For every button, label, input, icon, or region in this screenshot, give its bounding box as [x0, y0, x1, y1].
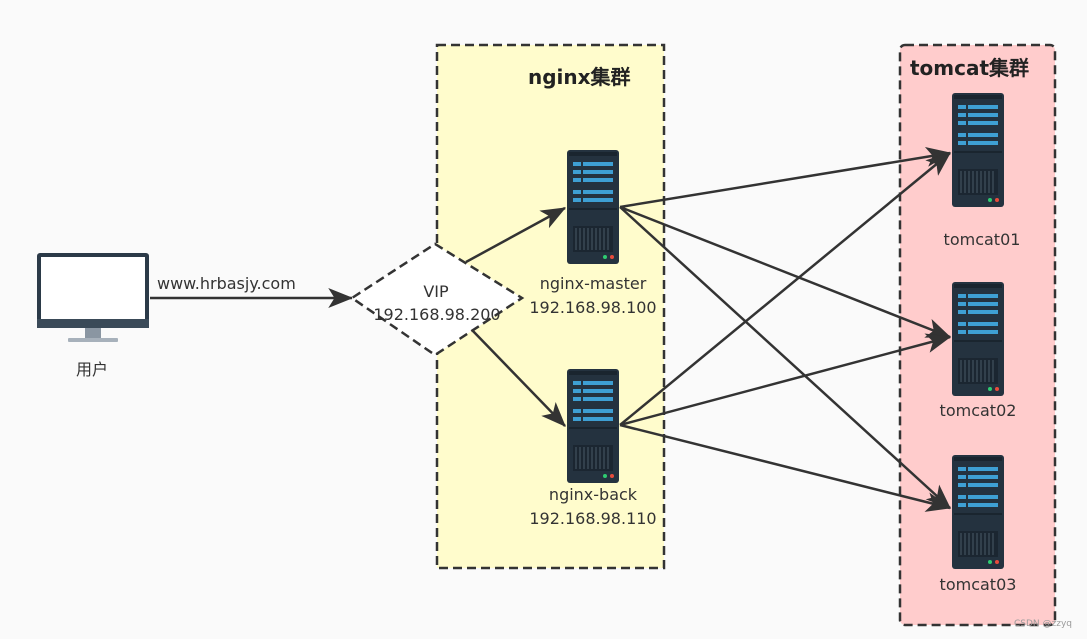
nginx-back-name: nginx-back	[549, 485, 638, 504]
edge-vip-nginx-back	[471, 329, 566, 427]
tomcat02-name: tomcat02	[940, 401, 1017, 420]
edge-back-tomcat01	[619, 152, 951, 426]
server-rack-icon	[951, 281, 1005, 397]
nginx-master-node: nginx-master 192.168.98.100	[529, 149, 657, 317]
edge-master-tomcat03	[619, 206, 951, 509]
server-rack-icon	[951, 454, 1005, 570]
vip-node: VIP 192.168.98.200	[349, 242, 525, 357]
connections	[150, 146, 952, 512]
desktop-monitor-icon	[37, 253, 149, 342]
nginx-back-node: nginx-back 192.168.98.110	[529, 368, 657, 528]
edge-back-tomcat03	[619, 423, 952, 512]
vip-label: VIP	[423, 282, 449, 301]
tomcat-cluster-title: tomcat集群	[910, 56, 1029, 80]
domain-label: www.hrbasjy.com	[157, 274, 296, 293]
server-rack-icon	[566, 368, 620, 484]
tomcat01-name: tomcat01	[944, 230, 1021, 249]
edge-vip-nginx-master	[465, 206, 567, 264]
edge-master-tomcat01	[619, 146, 952, 209]
nginx-back-ip: 192.168.98.110	[529, 509, 656, 528]
edge-master-tomcat02	[619, 205, 952, 339]
user-label: 用户	[76, 360, 108, 379]
nginx-master-ip: 192.168.98.100	[529, 298, 656, 317]
nginx-master-name: nginx-master	[540, 274, 647, 293]
nginx-cluster-title: nginx集群	[528, 65, 631, 89]
tomcat01-node: tomcat01	[944, 92, 1021, 249]
watermark: CSDN @zzyq	[1014, 619, 1072, 629]
server-rack-icon	[951, 92, 1005, 208]
tomcat03-node: tomcat03	[940, 454, 1017, 594]
edge-back-tomcat02	[619, 333, 952, 427]
tomcat02-node: tomcat02	[940, 281, 1017, 420]
user-node: 用户	[37, 253, 149, 379]
tomcat03-name: tomcat03	[940, 575, 1017, 594]
server-rack-icon	[566, 149, 620, 265]
vip-ip: 192.168.98.200	[373, 305, 500, 324]
